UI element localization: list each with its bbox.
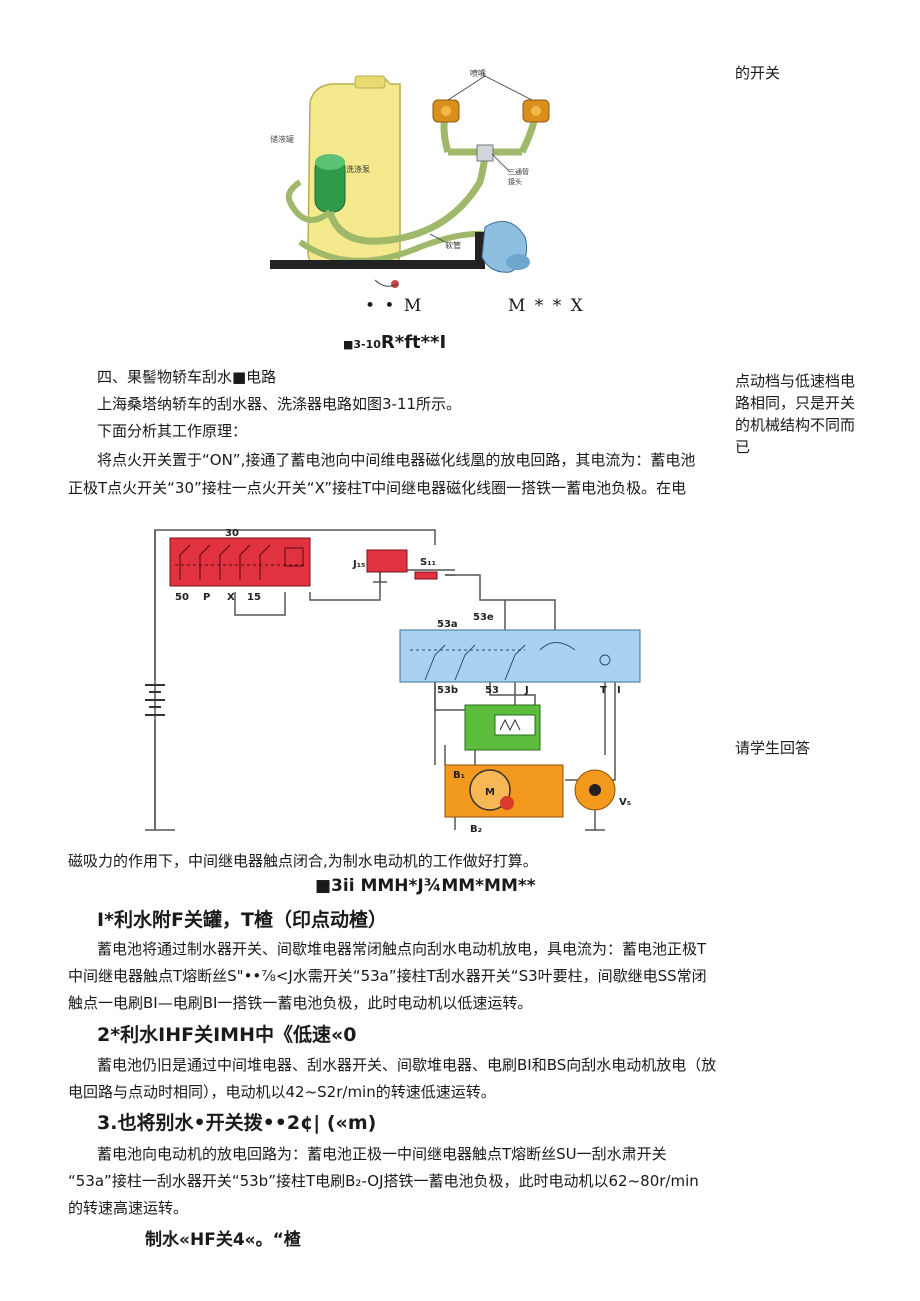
paragraph-line: 蓄电池向电动机的放电回路为：蓄电池正极一中间继电器触点T熔断丝SU一刮水肃开关	[97, 1145, 667, 1163]
figure1-sublabel-left: • • M	[365, 296, 424, 316]
paragraph-line: 将点火开关置于“ON”,接通了蓄电池向中间维电器磁化线凰的放电回路，其电流为：蓄…	[97, 451, 696, 469]
paragraph-line: “53a”接柱一刮水器开关“53b”接柱T电刷B₂-OJ搭铁一蓄电池负极，此时电…	[68, 1172, 699, 1190]
terminal-50: 50	[175, 592, 189, 603]
terminal-x: X	[227, 592, 235, 603]
figure2-caption: ■3ii MMH*J¾MM*MM**	[315, 876, 536, 896]
reservoir-label: 储液罐	[270, 134, 294, 144]
paragraph-line: 蓄电池仍旧是通过中间堆电器、刮水器开关、间歇堆电器、电刷BI和BS向刮水电动机放…	[97, 1056, 717, 1074]
motor-m-label: M	[485, 787, 495, 798]
paragraph-line: 的转速高速运转。	[68, 1199, 189, 1217]
washer-system-figure: 喷嘴 储液罐 洗涤泵 三通管 接头 软管	[270, 68, 550, 288]
sidebar-note-line: 的机械结构不同而	[735, 416, 856, 434]
pump-label: 洗涤泵	[346, 164, 370, 174]
fuse-s-label: S₁₁	[420, 557, 436, 568]
figure1-caption: ■3-10R*ft**I	[343, 332, 446, 353]
subheading-4: 制水«HF关4«。“楂	[145, 1230, 301, 1250]
paragraph-line: 中间继电器触点T熔断丝S"••⅞<J水需开关“53a”接柱T刮水器开关“S3叶要…	[68, 967, 707, 985]
section-analysis: 下面分析其工作原理：	[97, 422, 248, 440]
terminal-j: J	[524, 685, 529, 696]
terminal-t: T	[600, 685, 607, 696]
sidebar-note-line: 路相同，只是开关	[735, 394, 856, 412]
terminal-15: 15	[247, 592, 261, 603]
paragraph-line: 电回路与点动时相同），电动机以42~S2r/min的转速低速运转。	[68, 1083, 496, 1101]
paragraph-line: 蓄电池将通过制水器开关、间歇堆电器常闭触点向刮水电动机放电，具电流为：蓄电池正极…	[97, 940, 707, 958]
terminal-i: I	[617, 685, 621, 696]
sidebar-note-switch: 的开关	[735, 64, 781, 82]
terminal-53e: 53e	[473, 612, 494, 623]
pump-v-label: V₅	[619, 797, 631, 808]
wiper-circuit-diagram: 30 50 P X 15 J₁₅ S₁₁ 53a 53e 53b 53 J T …	[145, 520, 650, 840]
tee-label-2: 接头	[508, 177, 522, 186]
figure1-sublabel-right: M * * X	[508, 296, 585, 316]
relay-j-label: J₁₅	[352, 559, 365, 570]
hose-label: 软管	[445, 240, 461, 250]
sidebar-note-line: 已	[735, 438, 751, 456]
terminal-p: P	[203, 592, 210, 603]
terminal-30: 30	[225, 528, 239, 539]
brush-b1-label: B₁	[453, 770, 465, 781]
figure1-caption-prefix: ■3-10	[343, 338, 381, 351]
terminal-53a: 53a	[437, 619, 458, 630]
figure1-caption-text: R*ft**I	[380, 332, 447, 353]
nozzle-label: 喷嘴	[470, 68, 486, 78]
paragraph-line: 触点一电刷BI—电刷BI一搭铁一蓄电池负极，此时电动机以低速运转。	[68, 994, 533, 1012]
brush-b2-label: B₂	[470, 824, 482, 835]
paragraph-line: 正极T点火开关“30”接柱一点火开关“X”接柱T中间继电器磁化线圈一搭铁一蓄电池…	[68, 479, 687, 497]
tee-label-1: 三通管	[508, 167, 529, 176]
paragraph-line: 磁吸力的作用下，中间继电器触点闭合,为制水电动机的工作做好打算。	[68, 852, 538, 870]
section-intro: 上海桑塔纳轿车的刮水器、洗涤器电路如图3-11所示。	[97, 395, 462, 413]
subheading-2: 2*利水IHF关IMH中《低速«0	[97, 1024, 357, 1046]
section-heading: 四、果髻物轿车刮水■电路	[97, 368, 277, 386]
terminal-53b: 53b	[437, 685, 458, 696]
terminal-53: 53	[485, 685, 499, 696]
sidebar-note-same-circuit: 点动档与低速档电 路相同，只是开关 的机械结构不同而 已	[735, 370, 875, 458]
sidebar-note-ask-students: 请学生回答	[735, 739, 811, 757]
sidebar-note-line: 点动档与低速档电	[735, 372, 856, 390]
subheading-3: 3.也将别水•开关拨••2¢| («m)	[97, 1112, 377, 1134]
subheading-1: I*利水附F关罐，T楂（印点动楂）	[97, 909, 387, 931]
